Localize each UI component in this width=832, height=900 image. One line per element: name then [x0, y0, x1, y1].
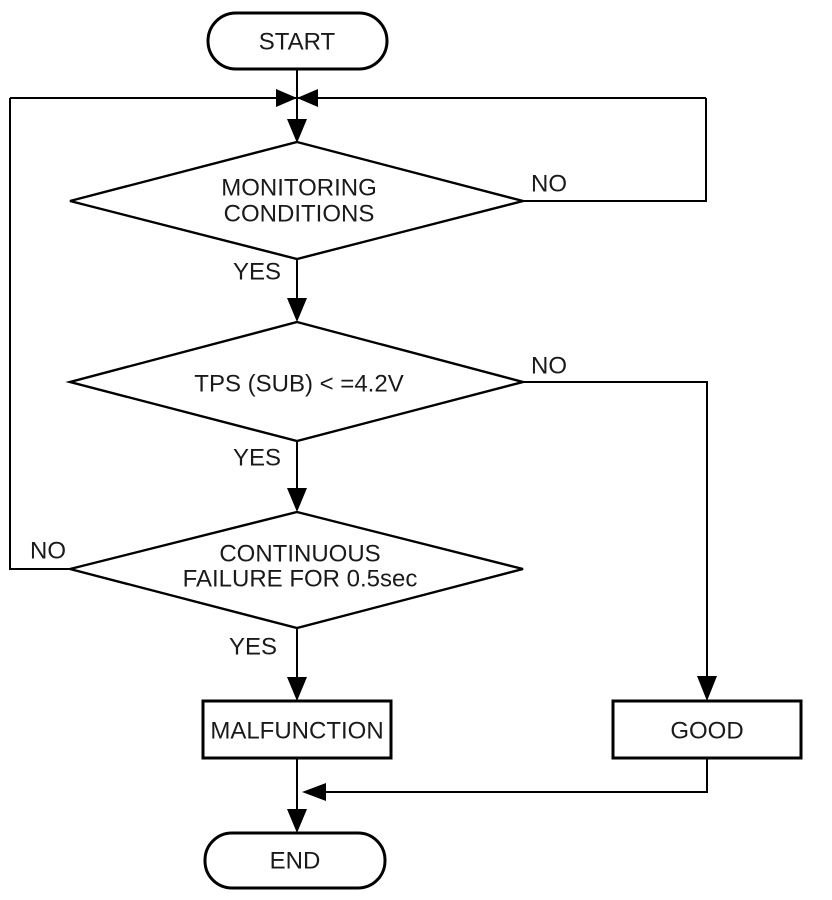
- malfunction-box: [201, 699, 393, 760]
- arrowhead-junction-left: [276, 89, 297, 107]
- decision1-diamond: [69, 140, 528, 261]
- edge-decision3-no-loop: [9, 98, 70, 570]
- decision3-label-line2: FAILURE FOR 0.5sec: [183, 566, 418, 593]
- edge-decision1-no-loop: [523, 98, 707, 202]
- decision1-label-line1: MONITORING: [221, 175, 377, 202]
- decision1-label-line2: CONDITIONS: [224, 201, 375, 228]
- arrowhead-into-decision3: [287, 488, 307, 512]
- arrowhead-into-good: [697, 676, 717, 701]
- edge-decision2-no: [523, 381, 708, 678]
- decision1-no-label: NO: [531, 171, 567, 198]
- start-terminator: [206, 11, 389, 71]
- end-terminator: [203, 831, 387, 890]
- end-label: END: [270, 848, 321, 875]
- decision2-label: TPS (SUB) < =4.2V: [194, 371, 403, 398]
- arrowhead-into-decision1: [287, 119, 307, 143]
- good-label: GOOD: [670, 718, 743, 745]
- arrowhead-into-decision2: [287, 298, 307, 322]
- nodes: START MONITORING CONDITIONS TPS (SUB) < …: [65, 11, 803, 890]
- decision1-yes-label: YES: [233, 259, 281, 286]
- arrowhead-merge-left: [302, 783, 326, 801]
- arrowhead-junction-right: [297, 89, 318, 107]
- edge-labels: NO YES NO YES NO YES: [30, 171, 567, 661]
- decision2-diamond: [65, 320, 528, 443]
- decision2-yes-label: YES: [233, 445, 281, 472]
- arrowhead-into-end: [287, 809, 307, 833]
- decision3-no-label: NO: [30, 538, 66, 565]
- decision3-yes-label: YES: [229, 634, 277, 661]
- start-label: START: [259, 29, 336, 56]
- decision2-no-label: NO: [531, 353, 567, 380]
- arrowhead-into-malfunction: [287, 677, 307, 701]
- decision3-label-line1: CONTINUOUS: [219, 541, 380, 568]
- good-box: [611, 699, 803, 760]
- decision3-diamond: [69, 510, 524, 630]
- connectors: [9, 69, 717, 833]
- edge-good-to-merge: [326, 758, 708, 793]
- malfunction-label: MALFUNCTION: [210, 718, 383, 745]
